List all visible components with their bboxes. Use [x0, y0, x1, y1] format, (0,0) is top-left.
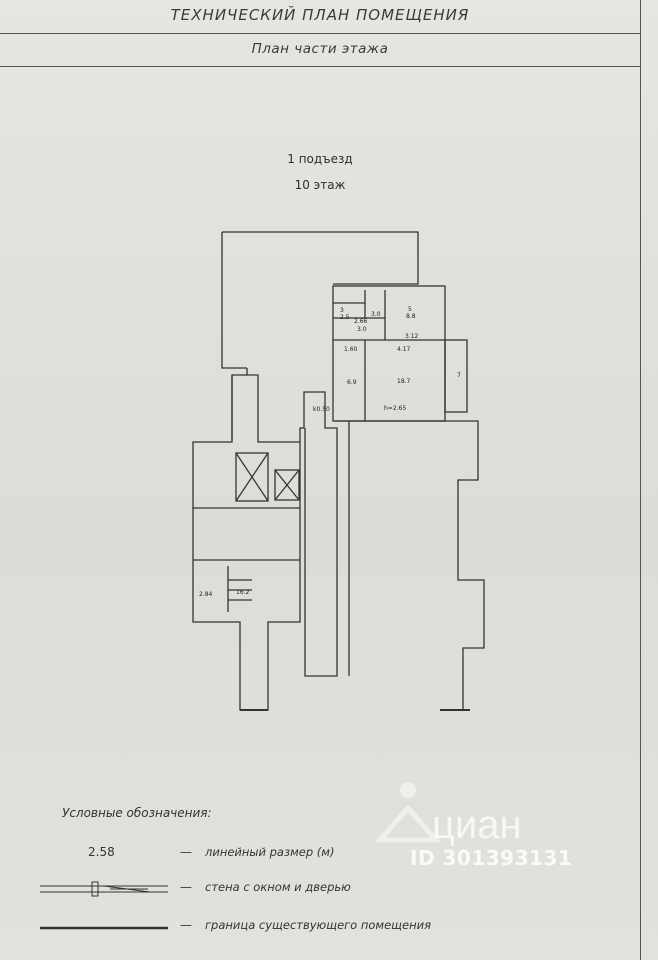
balcony-outline [444, 339, 468, 413]
legend-dash-2: — [180, 880, 192, 894]
corridor-outline [299, 391, 338, 677]
legend-sample-wall [40, 881, 168, 897]
room-5-area: 8.8 [406, 313, 416, 320]
room-3-area: 2.5 [340, 314, 350, 321]
dim-1-60: 1.60 [344, 346, 358, 353]
dim-3-12: 3.12 [405, 333, 419, 340]
apartment-outline [332, 285, 446, 422]
stair-core-outline [192, 368, 301, 711]
header-divider [0, 33, 640, 34]
room-10-area: 3.0 [371, 311, 381, 318]
location-pin-icon [400, 782, 416, 798]
room-1-area: 6.9 [347, 379, 357, 386]
upper-block-left [221, 232, 247, 369]
dim-4-17: 4.17 [397, 346, 411, 353]
lower-right-block [337, 420, 485, 711]
legend-dash-1: — [180, 845, 192, 859]
dim-h: h=2.65 [384, 405, 406, 412]
legend-title: Условные обозначения: [62, 806, 212, 820]
entrance-label: 1 подъезд [287, 152, 353, 166]
legend-text-dimension: линейный размер (м) [205, 845, 335, 859]
legend-text-wall: стена с окном и дверью [205, 880, 351, 894]
legend-sample-boundary [40, 926, 168, 930]
legend-sample-dimension: 2.58 [88, 845, 115, 859]
dim-k: k0.50 [313, 406, 330, 413]
room-3-label: 3 [340, 307, 344, 314]
legend-dash-3: — [180, 918, 192, 932]
plan-walls [192, 231, 485, 711]
room-5-label: 5 [408, 306, 412, 313]
watermark-id: ID 301393131 [410, 846, 573, 870]
cian-watermark [374, 782, 442, 843]
room-7-label: 7 [457, 372, 461, 379]
room-lk-area: 16.2 [236, 589, 250, 596]
dim-2-66: 2.66 [354, 318, 368, 325]
floor-label: 10 этаж [294, 178, 346, 192]
header-bottom-line [0, 66, 640, 67]
page-subtitle: План части этажа [251, 41, 389, 57]
lift-shaft-2 [274, 469, 300, 501]
legend-text-boundary: граница существующего помещения [205, 918, 431, 932]
dim-2-84: 2.84 [199, 591, 213, 598]
watermark-brand: циан [432, 803, 522, 847]
page-title: ТЕХНИЧЕСКИЙ ПЛАН ПОМЕЩЕНИЯ [170, 6, 470, 24]
upper-block-outline [222, 231, 419, 285]
plan-labels: 3 2.5 2.66 3.0 3.0 5 8.8 3.12 1.60 4.17 … [199, 306, 461, 598]
room-2-area: 3.0 [357, 326, 367, 333]
lift-shaft-1 [235, 452, 269, 502]
room-4-area: 18.7 [397, 378, 411, 385]
page-frame [640, 0, 641, 960]
